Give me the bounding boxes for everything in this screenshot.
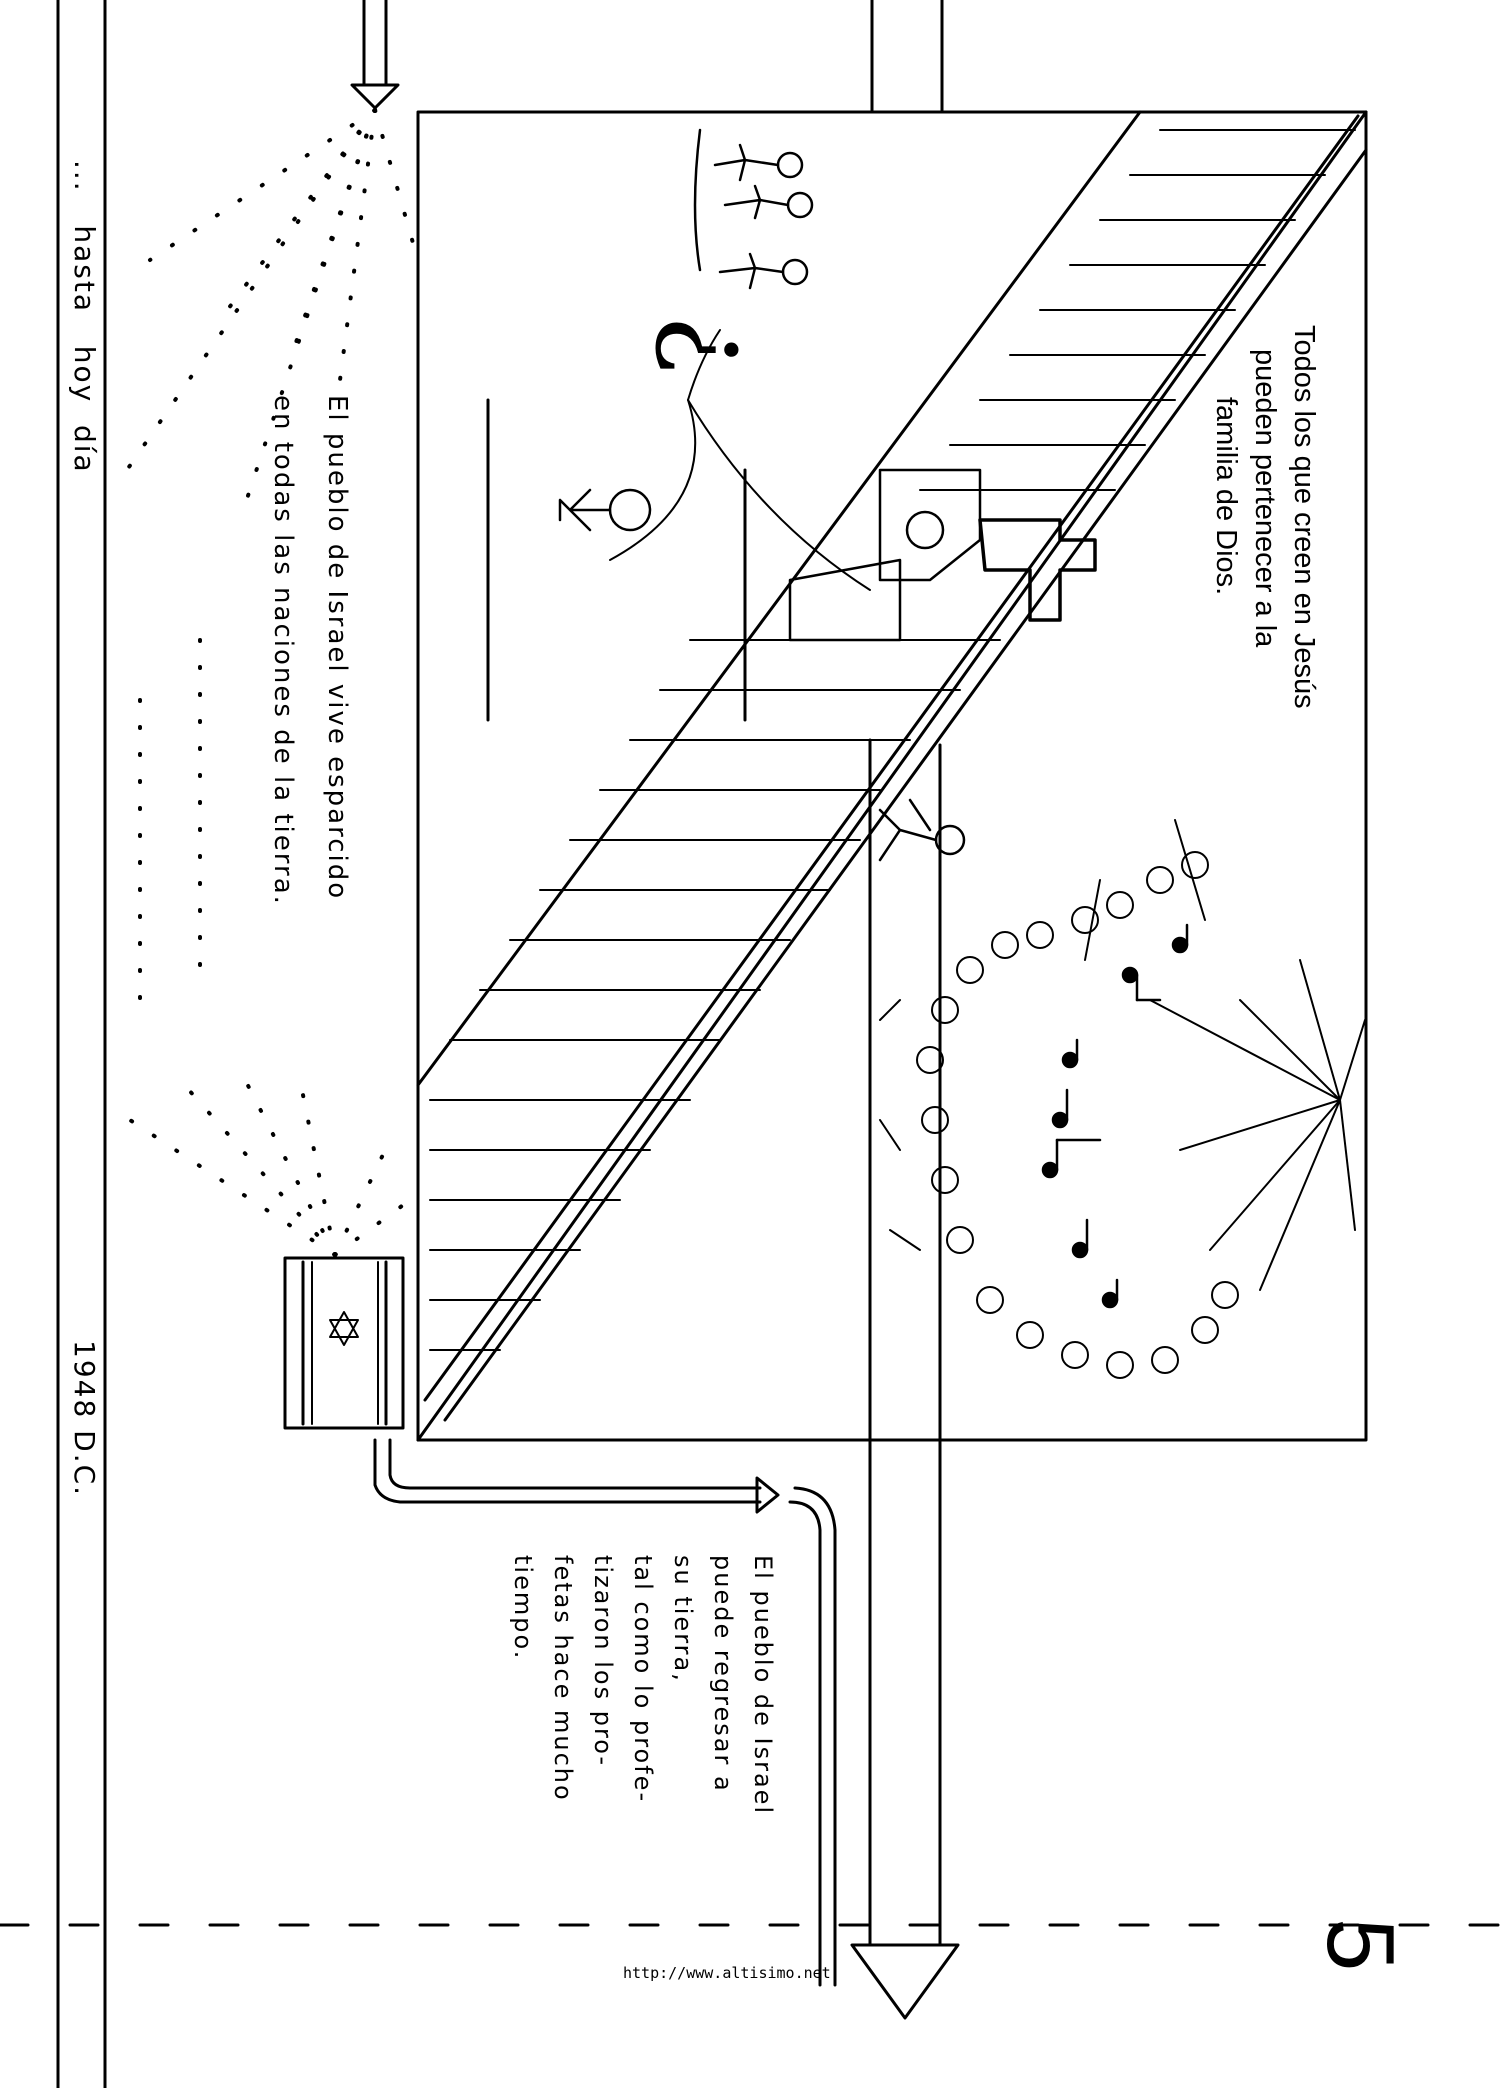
return-caption: El pueblo de Israel puede regresar a su …: [509, 1555, 777, 1816]
top-frame-lines: [870, 0, 944, 112]
boy-figure: [558, 488, 652, 532]
light-rays: [1149, 959, 1366, 1291]
bottom-down-arrow-icon: [850, 1438, 960, 2020]
scene-frame: [416, 110, 1368, 1442]
scattered-caption: El pueblo de Israel vive esparcido en to…: [268, 395, 352, 906]
cross-icon: [978, 518, 1097, 622]
walking-figures: [693, 128, 814, 290]
praise-circle: [879, 819, 1239, 1379]
scene-lines-left: [486, 398, 747, 722]
source-url[interactable]: http://www.altisimo.net: [623, 1964, 831, 1982]
dispersion-dots: [118, 108, 417, 1257]
church-caption: Todos los que creen en Jesús pueden pert…: [1210, 325, 1320, 709]
timeline-end-label: ... hasta hoy día: [68, 160, 101, 474]
question-mark: ¿: [651, 315, 779, 374]
timeline-rails: [56, 0, 107, 2088]
timeline-start-label: 1948 D.C.: [68, 1340, 101, 1498]
diagonal-beam: [416, 110, 1368, 1442]
music-notes-icon: [1041, 923, 1189, 1309]
kneeling-figure: [788, 468, 982, 642]
top-down-arrow-icon: [350, 0, 400, 110]
israel-flag-icon: [283, 1256, 405, 1430]
page-number: 5: [1307, 1918, 1414, 1972]
return-arrow-icon: [373, 1438, 837, 1987]
beam-arrow-lines: [429, 129, 1356, 1351]
leaping-figure: [878, 798, 966, 862]
